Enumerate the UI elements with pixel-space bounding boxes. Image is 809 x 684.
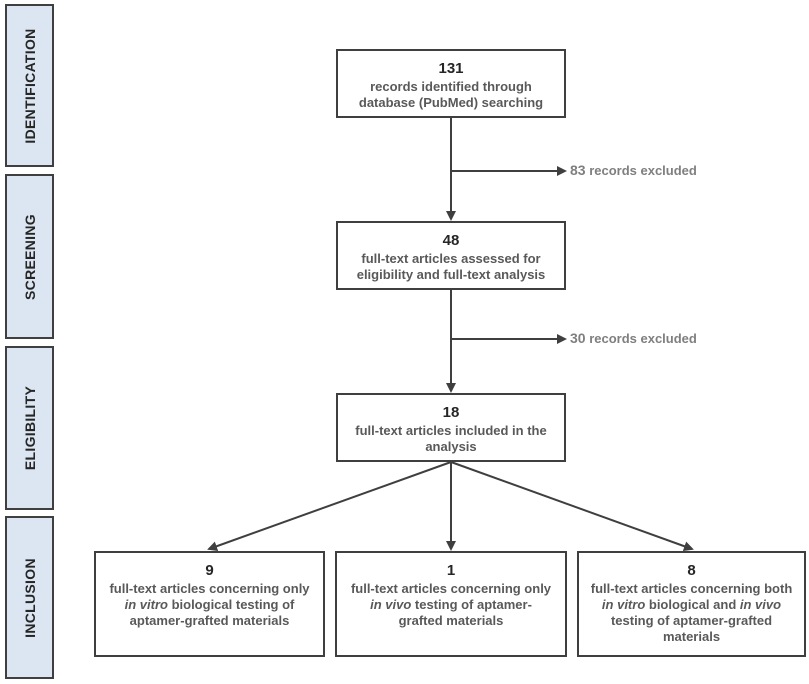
box-articles-included: 18 full-text articles included in the an… — [336, 393, 566, 462]
articles-assessed-count: 48 — [442, 232, 460, 249]
in-vivo-only-count: 1 — [446, 562, 456, 579]
exclusion-2-count: 30 — [570, 330, 586, 346]
box-in-vivo-only: 1 full-text articles concerning only in … — [335, 551, 567, 657]
box-in-vitro-only: 9 full-text articles concerning only in … — [94, 551, 325, 657]
both-text: full-text articles concerning both in vi… — [590, 581, 793, 644]
arrow-to-in-vitro — [207, 461, 452, 551]
box-articles-assessed: 48 full-text articles assessed for eligi… — [336, 221, 566, 290]
both-count: 8 — [687, 562, 696, 579]
stage-screening: SCREENING — [5, 174, 54, 339]
articles-assessed-text: full-text articles assessed for eligibil… — [356, 251, 546, 282]
in-vivo-only-text: full-text articles concerning only in vi… — [350, 581, 552, 628]
exclusion-1: 83 records excluded — [570, 162, 697, 178]
exclusion-2-text: records excluded — [585, 331, 697, 346]
records-identified-count: 131 — [438, 60, 464, 77]
records-identified-text: records identified through database (Pub… — [358, 79, 544, 110]
arrow-to-both — [450, 461, 694, 551]
articles-included-count: 18 — [442, 404, 460, 421]
in-vitro-only-count: 9 — [205, 562, 214, 579]
exclusion-1-count: 83 — [570, 162, 586, 178]
box-in-vitro-and-in-vivo: 8 full-text articles concerning both in … — [577, 551, 806, 657]
box-records-identified: 131 records identified through database … — [336, 49, 566, 118]
stage-eligibility: ELIGIBILITY — [5, 346, 54, 510]
exclusion-1-text: records excluded — [585, 163, 697, 178]
in-vitro-only-text: full-text articles concerning only in vi… — [109, 581, 310, 628]
stage-inclusion: INCLUSION — [5, 516, 54, 679]
articles-included-text: full-text articles included in the analy… — [355, 423, 547, 454]
exclusion-2: 30 records excluded — [570, 330, 697, 346]
stage-identification: IDENTIFICATION — [5, 4, 54, 167]
